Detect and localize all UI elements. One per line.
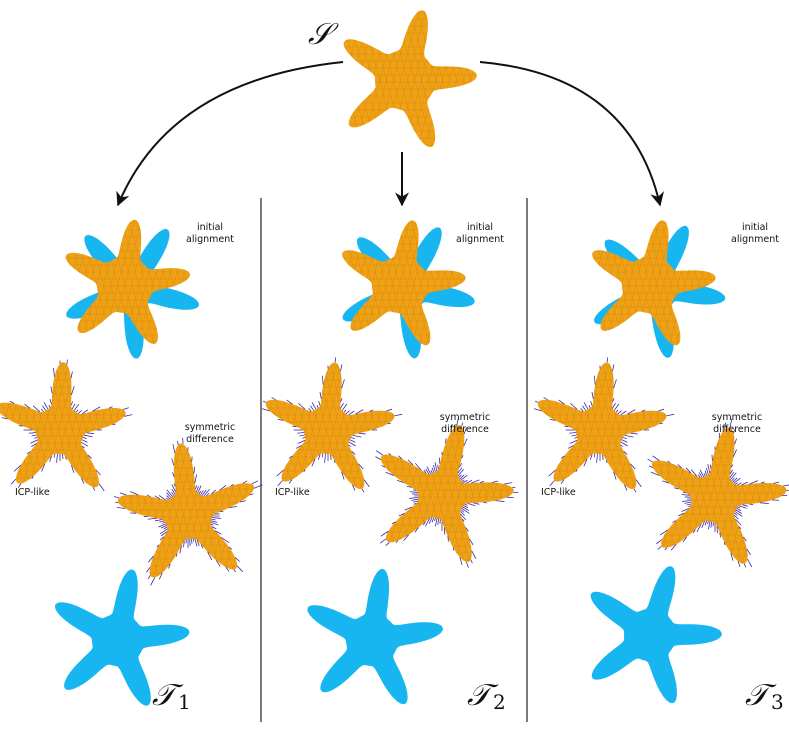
- target-starfish-3: [590, 566, 722, 704]
- symdiff-label-line1-col1: symmetric: [185, 422, 235, 433]
- target-starfish-2: [307, 568, 443, 705]
- symdiff-result-starfish-2: [375, 416, 519, 568]
- symdiff-label-line1-col3: symmetric: [712, 412, 762, 423]
- symdiff-result-starfish-1: [113, 437, 263, 586]
- target-index-1: 1: [178, 690, 191, 714]
- initial-label-line2-col1: alignment: [186, 234, 234, 245]
- initial-label-line1-col1: initial: [197, 222, 223, 233]
- symdiff-result-starfish-3: [647, 418, 789, 568]
- initial-source-starfish-3: [592, 220, 716, 346]
- initial-label-line2-col3: alignment: [731, 234, 779, 245]
- source-starfish: [343, 10, 477, 148]
- symdiff-label-line2-col2: difference: [441, 424, 489, 435]
- arrow-to-column-1: [116, 61, 344, 207]
- target-starfish-1: [54, 569, 190, 706]
- icp-label-col3: ICP-like: [541, 487, 576, 498]
- initial-label-line2-col2: alignment: [456, 234, 504, 245]
- symdiff-label-line1-col2: symmetric: [440, 412, 490, 423]
- symdiff-label-line2-col1: difference: [186, 434, 234, 445]
- target-index-2: 2: [493, 690, 506, 714]
- arrow-to-column-3: [479, 61, 664, 207]
- icp-result-starfish-1: [0, 359, 133, 492]
- symdiff-label-line2-col3: difference: [713, 424, 761, 435]
- icp-label-col2: ICP-like: [275, 487, 310, 498]
- source-symbol: 𝒮: [308, 17, 339, 52]
- icp-label-col1: ICP-like: [15, 487, 50, 498]
- initial-label-line1-col3: initial: [742, 222, 768, 233]
- target-index-3: 3: [771, 690, 784, 714]
- initial-label-line1-col2: initial: [467, 222, 493, 233]
